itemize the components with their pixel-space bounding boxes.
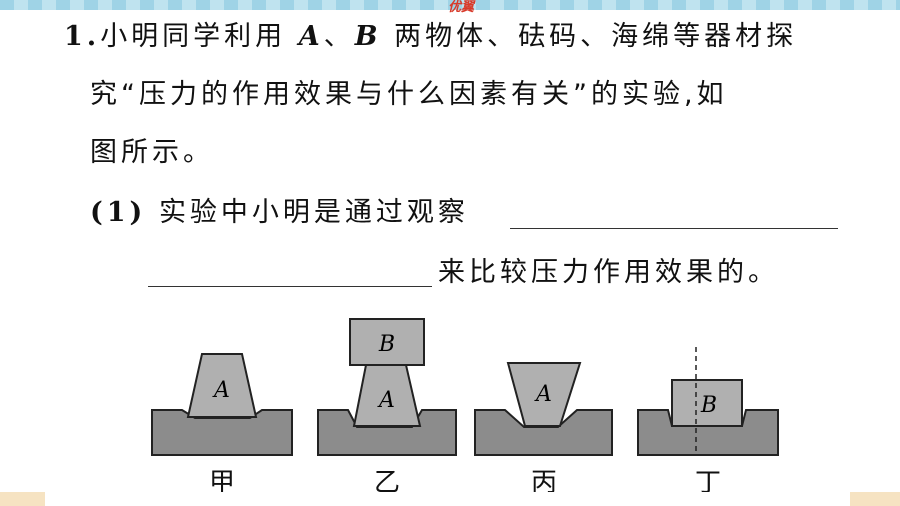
question-line-3: 图所示。 xyxy=(90,137,214,168)
answer-blank-1a[interactable] xyxy=(510,228,838,229)
block-a-label-jia: A xyxy=(212,378,230,403)
block-a-label-bing: A xyxy=(534,382,552,407)
sponge-ding xyxy=(637,409,779,456)
top-decor-band: 优翼 xyxy=(0,0,900,15)
sponge-bing xyxy=(474,409,613,456)
bottom-band-center xyxy=(45,492,850,506)
block-b-label-ding: B xyxy=(700,393,717,418)
setup-jia: A xyxy=(151,353,293,456)
setup-ding: B xyxy=(637,347,779,456)
line1-pre: 小明同学利用 xyxy=(100,21,287,52)
block-a-jia xyxy=(186,353,258,418)
setup-yi: A B xyxy=(317,318,457,456)
block-a-label-yi: A xyxy=(377,388,395,413)
symbol-a: A xyxy=(298,21,324,52)
block-b-ding xyxy=(671,379,743,427)
answer-blank-1b[interactable] xyxy=(148,286,432,287)
setup-bing: A xyxy=(474,362,613,456)
separator: 、 xyxy=(323,21,355,52)
block-b-label-yi: B xyxy=(378,332,395,357)
question-number: 1. xyxy=(64,21,101,52)
sponge-jia xyxy=(151,409,293,456)
subquestion-number: (1) xyxy=(90,197,147,228)
experiment-figure: A A B A B xyxy=(151,318,779,456)
subquestion-1: (1) 实验中小明是通过观察 xyxy=(90,190,469,229)
line1-post: 两物体、砝码、海绵等器材探 xyxy=(394,21,798,52)
subquestion-1-suffix: 来比较压力作用效果的。 xyxy=(438,257,779,288)
subquestion-1-prompt: 实验中小明是通过观察 xyxy=(158,197,469,228)
question-line-2: 究“压力的作用效果与什么因素有关”的实验,如 xyxy=(90,79,728,110)
question-line-1: 1.小明同学利用 A、B 两物体、砝码、海绵等器材探 xyxy=(64,14,797,53)
header-logo-fragment: 优翼 xyxy=(448,0,475,15)
block-a-bing xyxy=(506,362,582,427)
sponge-yi xyxy=(317,409,457,456)
symbol-b: B xyxy=(354,21,382,52)
block-b-yi xyxy=(349,318,425,366)
bottom-decor-band xyxy=(0,492,900,506)
